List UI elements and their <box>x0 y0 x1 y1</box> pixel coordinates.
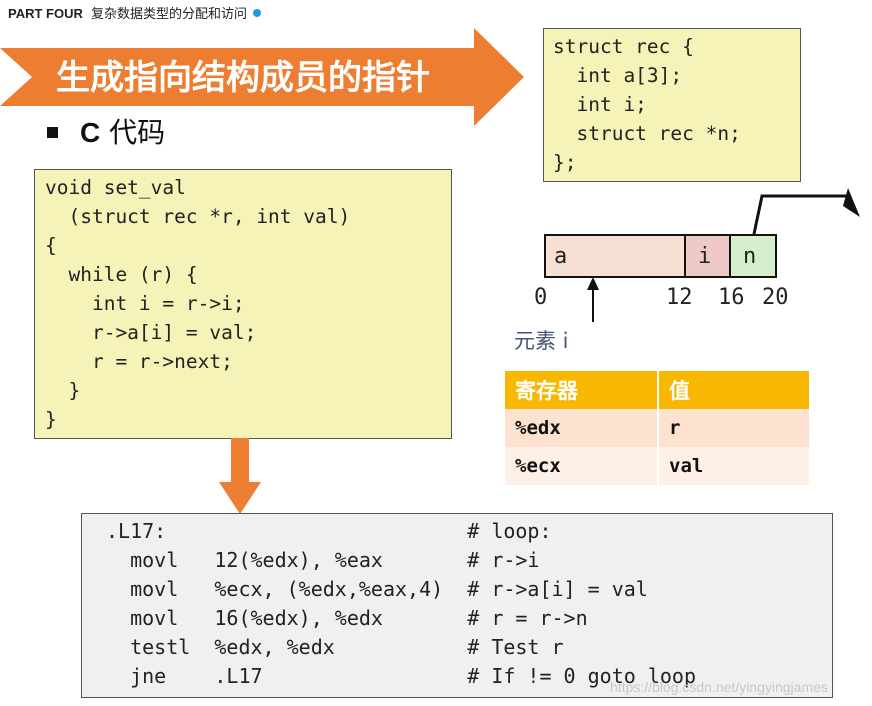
table-row: %ecx val <box>505 447 809 485</box>
struct-definition-box: struct rec { int a[3]; int i; struct rec… <box>543 28 801 182</box>
offset-20: 20 <box>762 285 789 310</box>
header-register: 寄存器 <box>505 371 659 409</box>
c-function-box: void set_val (struct rec *r, int val) { … <box>34 169 452 439</box>
next-pointer-arrowhead-icon <box>843 188 860 217</box>
register-table-header: 寄存器 值 <box>505 371 809 409</box>
memory-cell-n: n <box>729 234 777 278</box>
bullet-label: 代码 <box>109 116 166 149</box>
register-value: r <box>658 409 809 447</box>
assembly-code-box: .L17: # loop: movl 12(%edx), %eax # r->i… <box>81 513 833 698</box>
header-value: 值 <box>658 371 809 409</box>
section-subtitle: 复杂数据类型的分配和访问 <box>91 7 248 22</box>
bullet-lang: C <box>80 117 101 148</box>
banner-title: 生成指向结构成员的指针 <box>56 58 430 98</box>
register-value: val <box>658 447 809 485</box>
banner-arrow <box>0 28 524 126</box>
register-table: 寄存器 值 %edx r %ecx val <box>505 371 809 485</box>
down-arrow-icon <box>219 438 261 514</box>
bullet-dot-icon <box>253 9 262 17</box>
offset-16: 16 <box>718 285 745 310</box>
register-name: %ecx <box>505 447 659 485</box>
struct-code: struct rec { int a[3]; int i; struct rec… <box>553 35 741 174</box>
assembly-code: .L17: # loop: movl 12(%edx), %eax # r->i… <box>106 519 697 688</box>
watermark: https://blog.csdn.net/yingyingjames <box>610 679 828 695</box>
slide-header: PART FOUR 复杂数据类型的分配和访问 <box>8 3 262 22</box>
next-pointer-line <box>752 194 850 235</box>
element-pointer-arrowhead-icon <box>587 277 599 290</box>
offset-12: 12 <box>666 285 693 310</box>
memory-cell-a: a <box>544 234 686 278</box>
offset-0: 0 <box>534 285 548 310</box>
table-row: %edx r <box>505 409 809 447</box>
part-label: PART FOUR <box>8 6 83 21</box>
element-i-label: 元素 i <box>514 329 569 353</box>
bullet-square-icon <box>47 127 58 138</box>
memory-cell-i: i <box>684 234 731 278</box>
register-name: %edx <box>505 409 659 447</box>
bullet-heading: C 代码 <box>80 111 165 151</box>
function-code: void set_val (struct rec *r, int val) { … <box>45 176 351 431</box>
